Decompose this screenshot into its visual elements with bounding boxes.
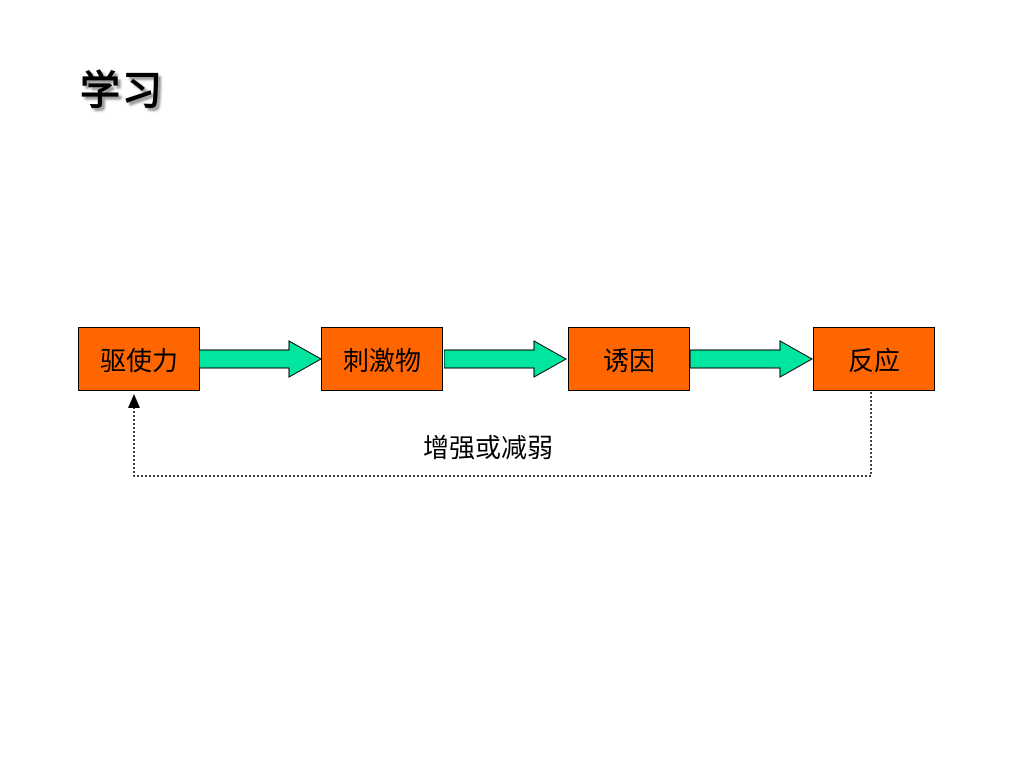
arrow-cue-to-response	[690, 340, 814, 378]
node-drive: 驱使力	[78, 327, 200, 391]
feedback-label: 增强或减弱	[423, 434, 554, 464]
slide-title: 学习	[80, 68, 164, 114]
arrow-drive-to-stimulus	[199, 340, 323, 378]
node-cue: 诱因	[568, 327, 690, 391]
node-response: 反应	[813, 327, 935, 391]
arrow-stimulus-to-cue	[444, 340, 568, 378]
node-stimulus: 刺激物	[321, 327, 443, 391]
